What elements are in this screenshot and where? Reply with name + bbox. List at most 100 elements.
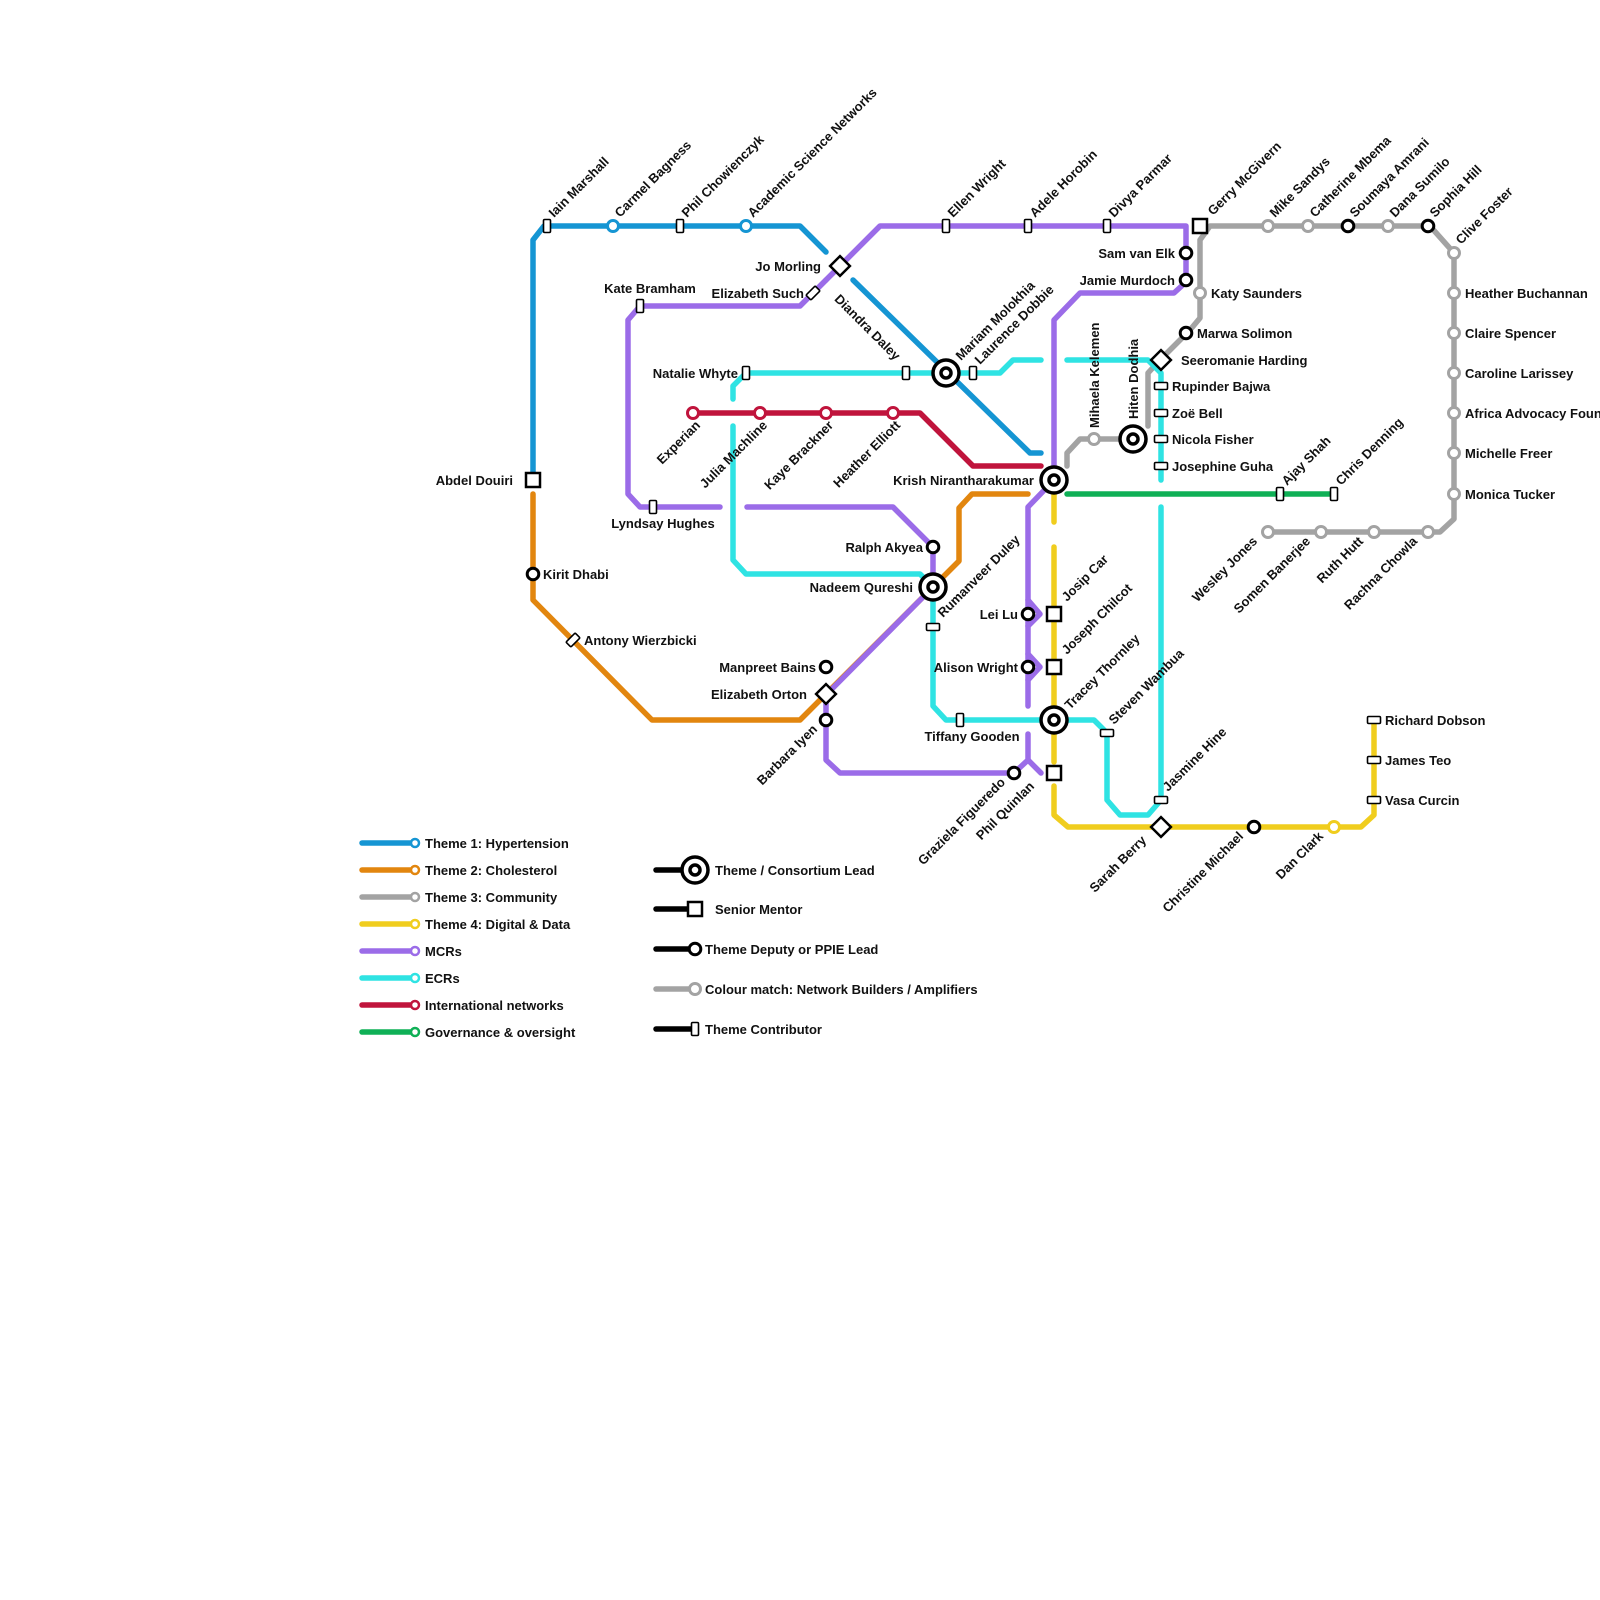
station-dan-clark-icon: [1327, 820, 1341, 834]
station-label-zoe-bell: Zoë Bell: [1172, 406, 1223, 421]
legend-label-community: Theme 3: Community: [425, 890, 558, 905]
station-joseph-chilcot-icon: [1045, 658, 1063, 676]
legend-item-theme-2-cholesterol: Theme 2: Cholesterol: [359, 863, 557, 878]
station-jo-morling-icon: [828, 254, 852, 278]
station-label-hiten-dodhia: Hiten Dodhia: [1126, 338, 1141, 419]
station-mike-sandys-icon: [1261, 219, 1275, 233]
legend-mentor-icon: [686, 900, 704, 918]
station-nadeem-qureshi-icon: [918, 572, 948, 602]
station-barbara-iyen-icon: [818, 712, 834, 728]
station-label-dan-clark: Dan Clark: [1273, 828, 1327, 882]
legend-item-theme-1-hypertension: Theme 1: Hypertension: [359, 836, 569, 851]
station-label-antony-wierzbicki: Antony Wierzbicki: [584, 633, 697, 648]
station-phil-chowienczyk-icon: [675, 218, 685, 234]
legend-role-builder: Colour match: Network Builders / Amplifi…: [653, 982, 978, 997]
station-monica-tucker-icon: [1447, 487, 1461, 501]
station-label-vasa-curcin: Vasa Curcin: [1385, 793, 1459, 808]
station-catherine-mbema-icon: [1301, 219, 1315, 233]
station-label-kate-bramham: Kate Bramham: [604, 281, 696, 296]
station-natalie-whyte-icon: [741, 365, 751, 381]
station-heather-elliott-icon: [886, 406, 900, 420]
legend-label-mcrs: MCRs: [425, 944, 462, 959]
station-antony-wierzbicki-icon: [565, 632, 581, 648]
station-label-christine-michael: Christine Michael: [1159, 829, 1246, 916]
legend-role-mentor: Senior Mentor: [653, 900, 802, 918]
station-krish-nirantharakumar-icon: [1039, 465, 1069, 495]
route-ecrs-left: [730, 423, 1164, 818]
station-experian-icon: [686, 406, 700, 420]
station-label-rupinder-bajwa: Rupinder Bajwa: [1172, 379, 1271, 394]
station-label-sam-van-elk: Sam van Elk: [1098, 246, 1175, 261]
station-divya-parmar-icon: [1102, 218, 1112, 234]
route-community-branch: [1064, 436, 1136, 469]
station-sophia-hill-icon: [1420, 218, 1436, 234]
station-label-monica-tucker: Monica Tucker: [1465, 487, 1555, 502]
station-heather-buchannan-icon: [1447, 286, 1461, 300]
station-label-ruth-hutt: Ruth Hutt: [1314, 533, 1367, 586]
station-manpreet-bains-icon: [818, 659, 834, 675]
station-label-lei-lu: Lei Lu: [980, 607, 1018, 622]
station-katy-saunders-icon: [1193, 286, 1207, 300]
station-tiffany-gooden-icon: [955, 712, 965, 728]
station-seeromanie-harding-icon: [1149, 348, 1173, 372]
station-label-lyndsay-hughes: Lyndsay Hughes: [611, 516, 715, 531]
route-mcrs-mid: [744, 504, 1031, 776]
legend-role-lead: Theme / Consortium Lead: [653, 855, 875, 885]
route-international: [690, 410, 1044, 469]
station-christine-michael-icon: [1246, 819, 1262, 835]
station-somen-banerjee-icon: [1314, 525, 1328, 539]
station-wesley-jones-icon: [1261, 525, 1275, 539]
legend-role-contributor: Theme Contributor: [653, 1021, 822, 1037]
legend-role-label-deputy: Theme Deputy or PPIE Lead: [705, 942, 878, 957]
station-label-sarah-berry: Sarah Berry: [1086, 832, 1149, 895]
legend-builder-icon: [688, 982, 702, 996]
station-elizabeth-orton-icon: [814, 682, 838, 706]
station-label-chris-denning: Chris Denning: [1333, 415, 1406, 488]
station-label-kaye-brackner: Kaye Brackner: [761, 418, 836, 493]
legend-label-governance: Governance & oversight: [425, 1025, 576, 1040]
station-lei-lu-icon: [1020, 606, 1036, 622]
station-label-academic-science-networks: Academic Science Networks: [745, 85, 880, 220]
station-iain-marshall-icon: [542, 218, 552, 234]
station-chris-denning-icon: [1329, 486, 1339, 502]
legend-item-theme-3-community: Theme 3: Community: [359, 890, 558, 905]
legend-item-international-networks: International networks: [359, 998, 564, 1013]
legend-contributor-icon: [690, 1021, 700, 1037]
station-label-manpreet-bains: Manpreet Bains: [719, 660, 816, 675]
station-label-jasmine-hine: Jasmine Hine: [1160, 724, 1230, 794]
station-jamie-murdoch-icon: [1178, 272, 1194, 288]
station-label-josip-car: Josip Car: [1059, 552, 1112, 605]
station-tracey-thornley-icon: [1039, 705, 1069, 735]
station-diandra-daley-icon: [901, 365, 911, 381]
route-mcrs-lei: [1025, 597, 1044, 776]
legend-role-deputy: Theme Deputy or PPIE Lead: [653, 941, 878, 957]
station-label-tiffany-gooden: Tiffany Gooden: [924, 729, 1019, 744]
station-label-alison-wright: Alison Wright: [934, 660, 1019, 675]
station-label-katy-saunders: Katy Saunders: [1211, 286, 1302, 301]
station-label-experian: Experian: [654, 417, 703, 466]
station-vasa-curcin-icon: [1366, 795, 1382, 805]
station-label-nadeem-qureshi: Nadeem Qureshi: [810, 580, 913, 595]
legend-lead-icon: [680, 855, 710, 885]
station-claire-spencer-icon: [1447, 326, 1461, 340]
station-ellen-wright-icon: [941, 218, 951, 234]
station-dana-sumilo-icon: [1381, 219, 1395, 233]
station-label-natalie-whyte: Natalie Whyte: [653, 366, 738, 381]
legend-deputy-icon: [687, 941, 703, 957]
station-nicola-fisher-icon: [1153, 434, 1169, 444]
station-label-ellen-wright: Ellen Wright: [945, 156, 1010, 221]
legend-item-ecrs: ECRs: [359, 971, 460, 986]
station-marwa-solimon-icon: [1178, 325, 1194, 341]
station-adele-horobin-icon: [1023, 218, 1033, 234]
station-label-marwa-solimon: Marwa Solimon: [1197, 326, 1292, 341]
station-label-elizabeth-orton: Elizabeth Orton: [711, 687, 807, 702]
station-caroline-larissey-icon: [1447, 366, 1461, 380]
station-gerry-mcgivern-icon: [1191, 217, 1209, 235]
legend-label-international: International networks: [425, 998, 564, 1013]
station-label-abdel-douiri: Abdel Douiri: [436, 473, 513, 488]
station-label-josephine-guha: Josephine Guha: [1172, 459, 1274, 474]
